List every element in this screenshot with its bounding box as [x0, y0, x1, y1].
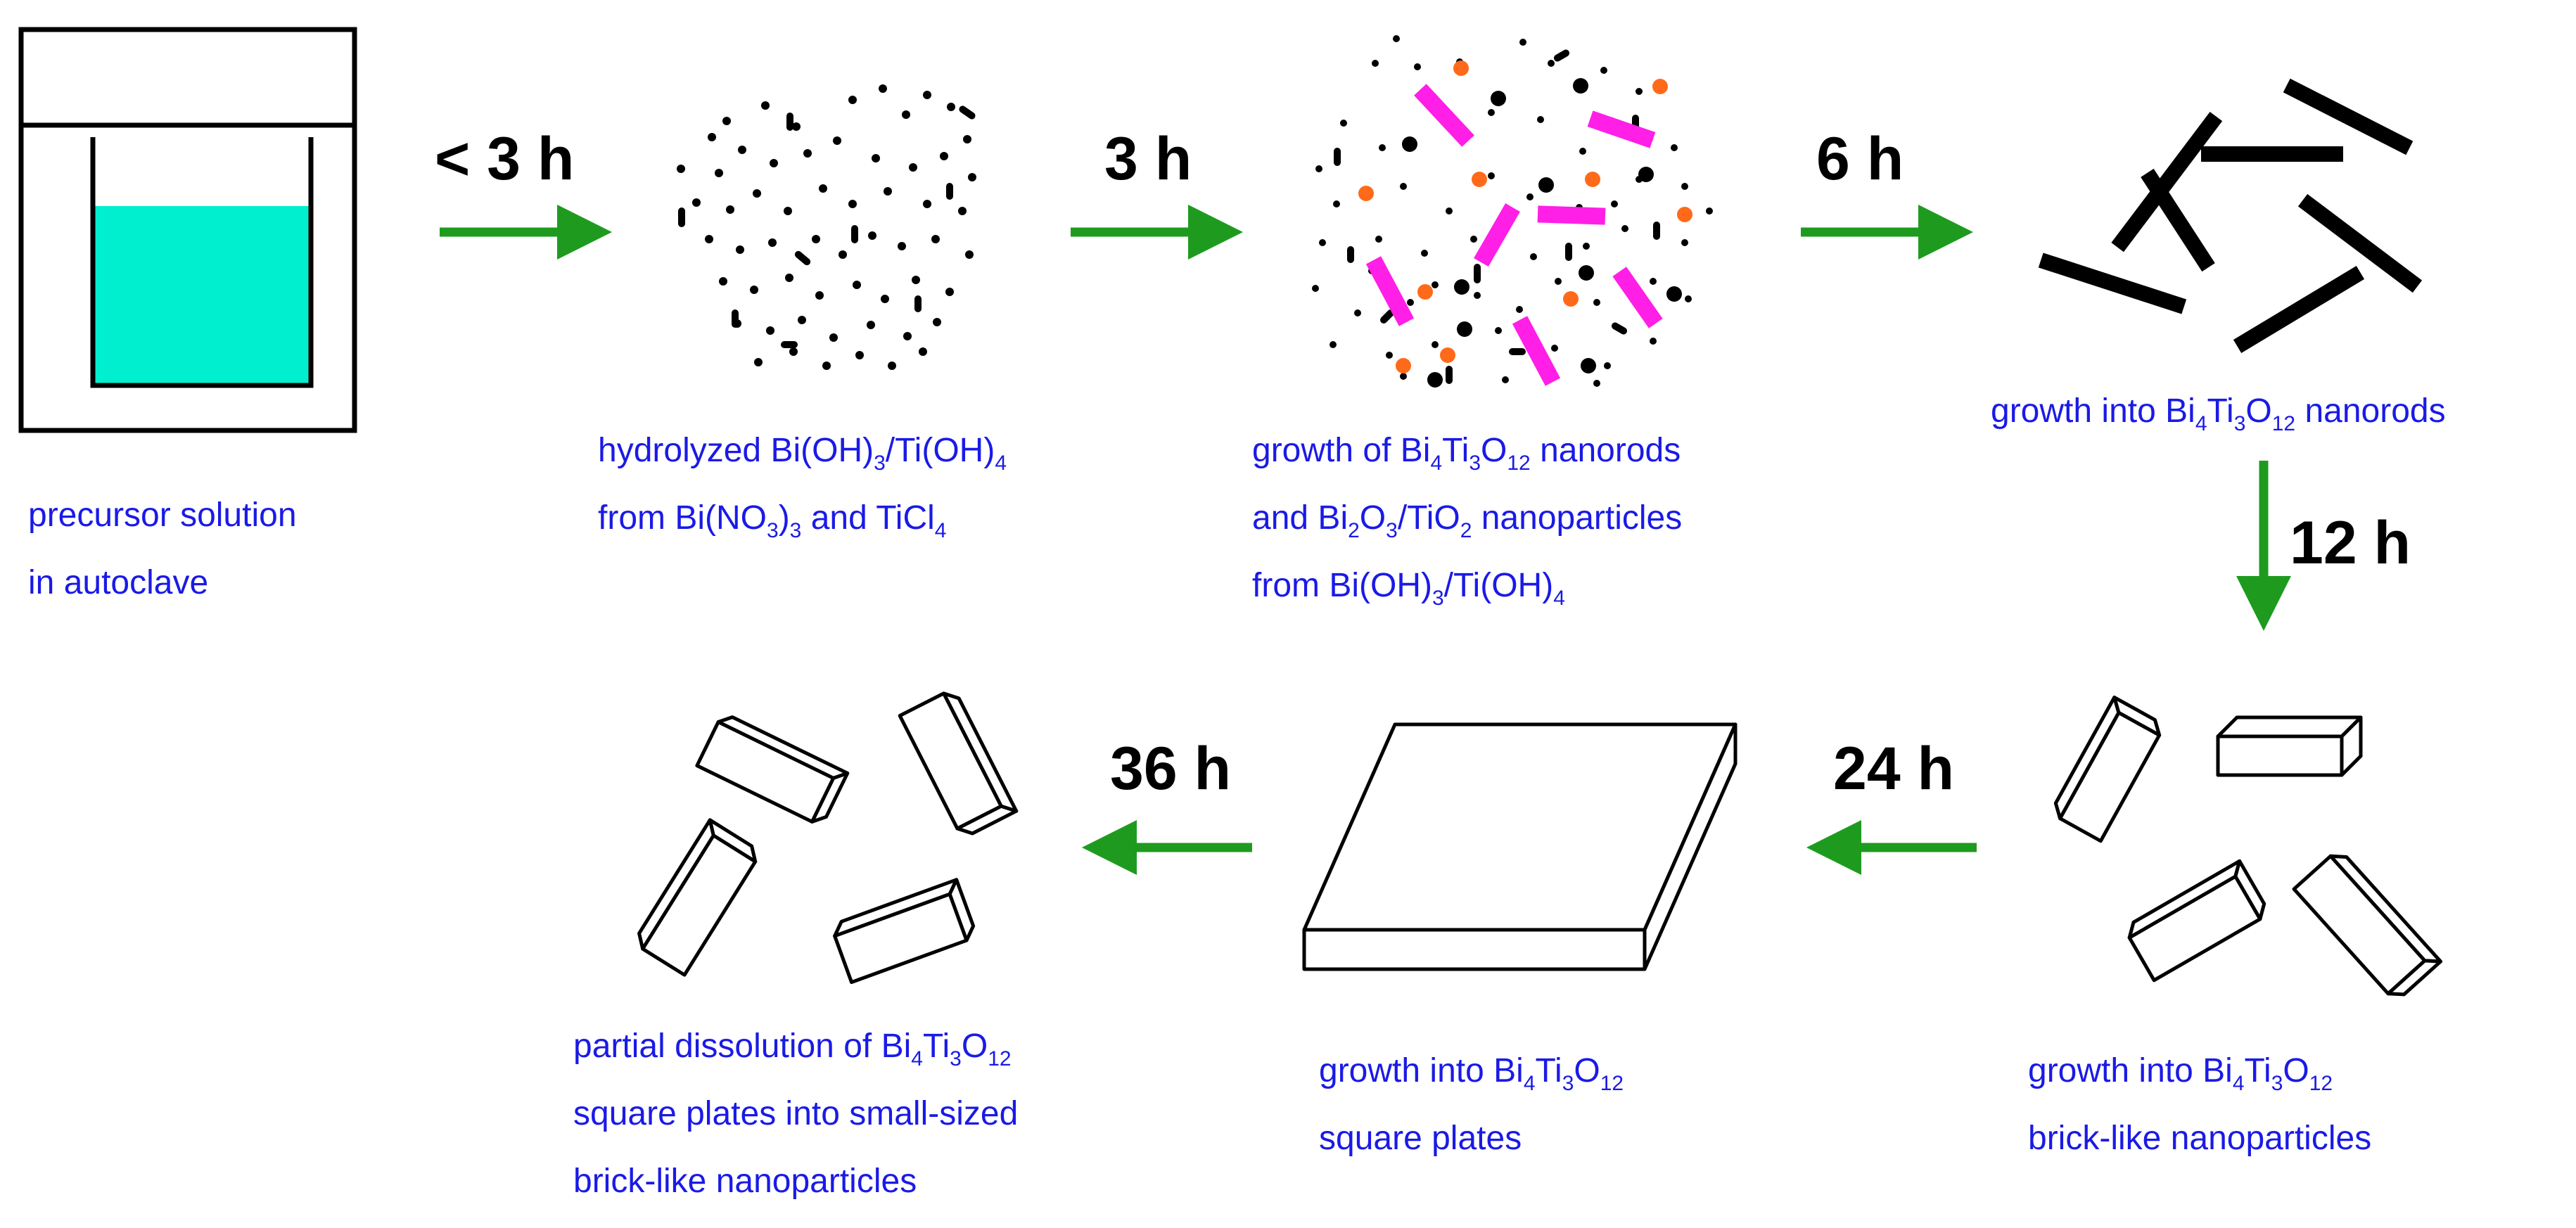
caption-growth-mixed-line3: from Bi(OH)3/Ti(OH)4 — [1252, 567, 1565, 610]
caption-growth-mixed-line2: and Bi2O3/TiO2 nanoparticles — [1252, 499, 1683, 542]
time-label-5: 24 h — [1833, 735, 1955, 802]
caption-plates-line2: square plates — [1319, 1120, 1522, 1157]
caption-plates: growth into Bi4Ti3O12 square plates — [1319, 1037, 1624, 1172]
caption-precursor: precursor solution in autoclave — [28, 482, 297, 617]
caption-precursor-line2: in autoclave — [28, 564, 209, 601]
caption-growth-mixed-line1: growth of Bi4Ti3O12 nanorods — [1252, 432, 1681, 475]
dissolved-bricks-group — [637, 691, 1019, 985]
caption-growth-mixed: growth of Bi4Ti3O12 nanorods and Bi2O3/T… — [1252, 417, 1682, 620]
caption-hydrolyzed-line2: from Bi(NO3)3 and TiCl4 — [598, 499, 947, 542]
square-plate-icon — [1302, 722, 1737, 971]
caption-dissolution-line1: partial dissolution of Bi4Ti3O12 — [573, 1028, 1012, 1070]
autoclave-icon — [18, 27, 357, 433]
time-label-4: 12 h — [2290, 509, 2411, 577]
nanorods-group — [2038, 78, 2423, 353]
time-label-2: 3 h — [1104, 125, 1192, 193]
brick-nanoparticles-group — [2053, 696, 2443, 997]
mixed-nanorods-particles-cloud — [1312, 35, 1713, 388]
caption-hydrolyzed-line1: hydrolyzed Bi(OH)3/Ti(OH)4 — [598, 432, 1007, 475]
time-label-1: < 3 h — [435, 125, 575, 193]
caption-hydrolyzed: hydrolyzed Bi(OH)3/Ti(OH)4 from Bi(NO3)3… — [598, 417, 1007, 552]
hydrolyzed-species-cloud — [677, 84, 976, 370]
caption-plates-line1: growth into Bi4Ti3O12 — [1319, 1052, 1624, 1095]
precursor-liquid — [93, 206, 311, 385]
caption-dissolution-line3: brick-like nanoparticles — [573, 1163, 917, 1200]
caption-brick: growth into Bi4Ti3O12 brick-like nanopar… — [2028, 1037, 2371, 1172]
caption-brick-line1: growth into Bi4Ti3O12 — [2028, 1052, 2333, 1095]
time-label-6: 36 h — [1110, 735, 1232, 802]
caption-brick-line2: brick-like nanoparticles — [2028, 1120, 2372, 1157]
caption-nanorods: growth into Bi4Ti3O12 nanorods — [1991, 378, 2446, 445]
caption-dissolution: partial dissolution of Bi4Ti3O12 square … — [573, 1013, 1018, 1215]
caption-precursor-line1: precursor solution — [28, 497, 297, 534]
caption-dissolution-line2: square plates into small-sized — [573, 1095, 1019, 1132]
caption-nanorods-line1: growth into Bi4Ti3O12 nanorods — [1991, 392, 2446, 435]
time-label-3: 6 h — [1816, 125, 1904, 193]
